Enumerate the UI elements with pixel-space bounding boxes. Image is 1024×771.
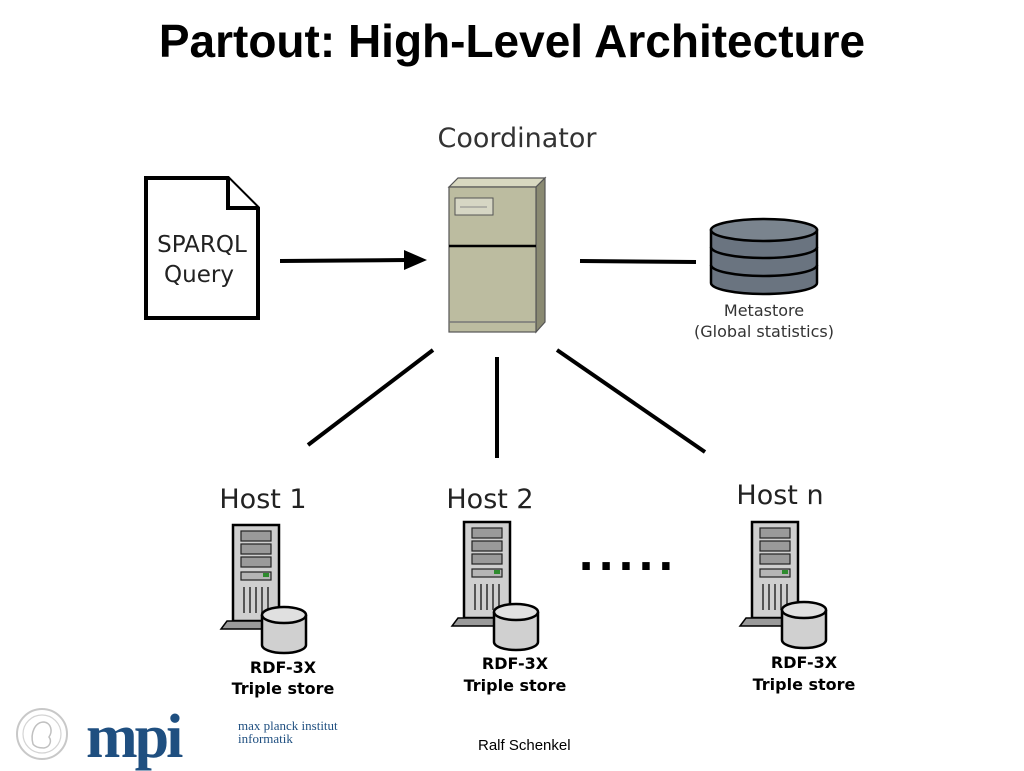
sparql-query-document: SPARQL Query — [144, 176, 260, 320]
mpi-name-line1: max planck institut — [238, 718, 338, 733]
host-2: Host 2 RDF-3X Triple store — [446, 484, 566, 695]
mpi-logo: mpi — [86, 703, 183, 771]
coordinator-label: Coordinator — [437, 123, 597, 154]
host1-link — [306, 348, 435, 447]
query-doc-line2: Query — [164, 262, 234, 288]
metastore-link — [579, 259, 697, 264]
host-n-store-line2: Triple store — [753, 675, 856, 694]
slide-title: Partout: High-Level Architecture — [158, 15, 866, 67]
hostn-link — [555, 348, 707, 454]
host-1-store-line2: Triple store — [232, 679, 335, 698]
document-icon — [144, 176, 260, 320]
mpi-institute-name: max planck institut informatik — [238, 719, 338, 745]
host-n-store-line1: RDF-3X — [771, 653, 838, 672]
footer-author: Ralf Schenkel — [478, 737, 571, 754]
host-2-store-line2: Triple store — [464, 676, 567, 695]
disk-icon — [492, 602, 540, 652]
mpi-name-line2: informatik — [238, 731, 293, 746]
metastore-label: Metastore — [724, 301, 804, 320]
server-icon — [447, 176, 547, 334]
host-n-label: Host n — [736, 480, 823, 511]
host-1: Host 1 RDF-3X Triple store — [219, 484, 334, 698]
host-1-label: Host 1 — [219, 484, 306, 515]
host-2-store-line1: RDF-3X — [482, 654, 549, 673]
more-hosts-ellipsis: ..... — [578, 531, 678, 580]
disk-icon — [780, 600, 828, 650]
disk-icon — [260, 605, 308, 655]
host-2-label: Host 2 — [446, 484, 533, 515]
seal-icon — [16, 708, 68, 760]
query-doc-line1: SPARQL — [157, 232, 247, 258]
query-arrow — [279, 250, 427, 270]
database-icon — [709, 217, 819, 296]
host-1-store-line1: RDF-3X — [250, 658, 317, 677]
host-n: Host n RDF-3X Triple store — [736, 480, 855, 694]
metastore-sublabel: (Global statistics) — [694, 322, 834, 341]
